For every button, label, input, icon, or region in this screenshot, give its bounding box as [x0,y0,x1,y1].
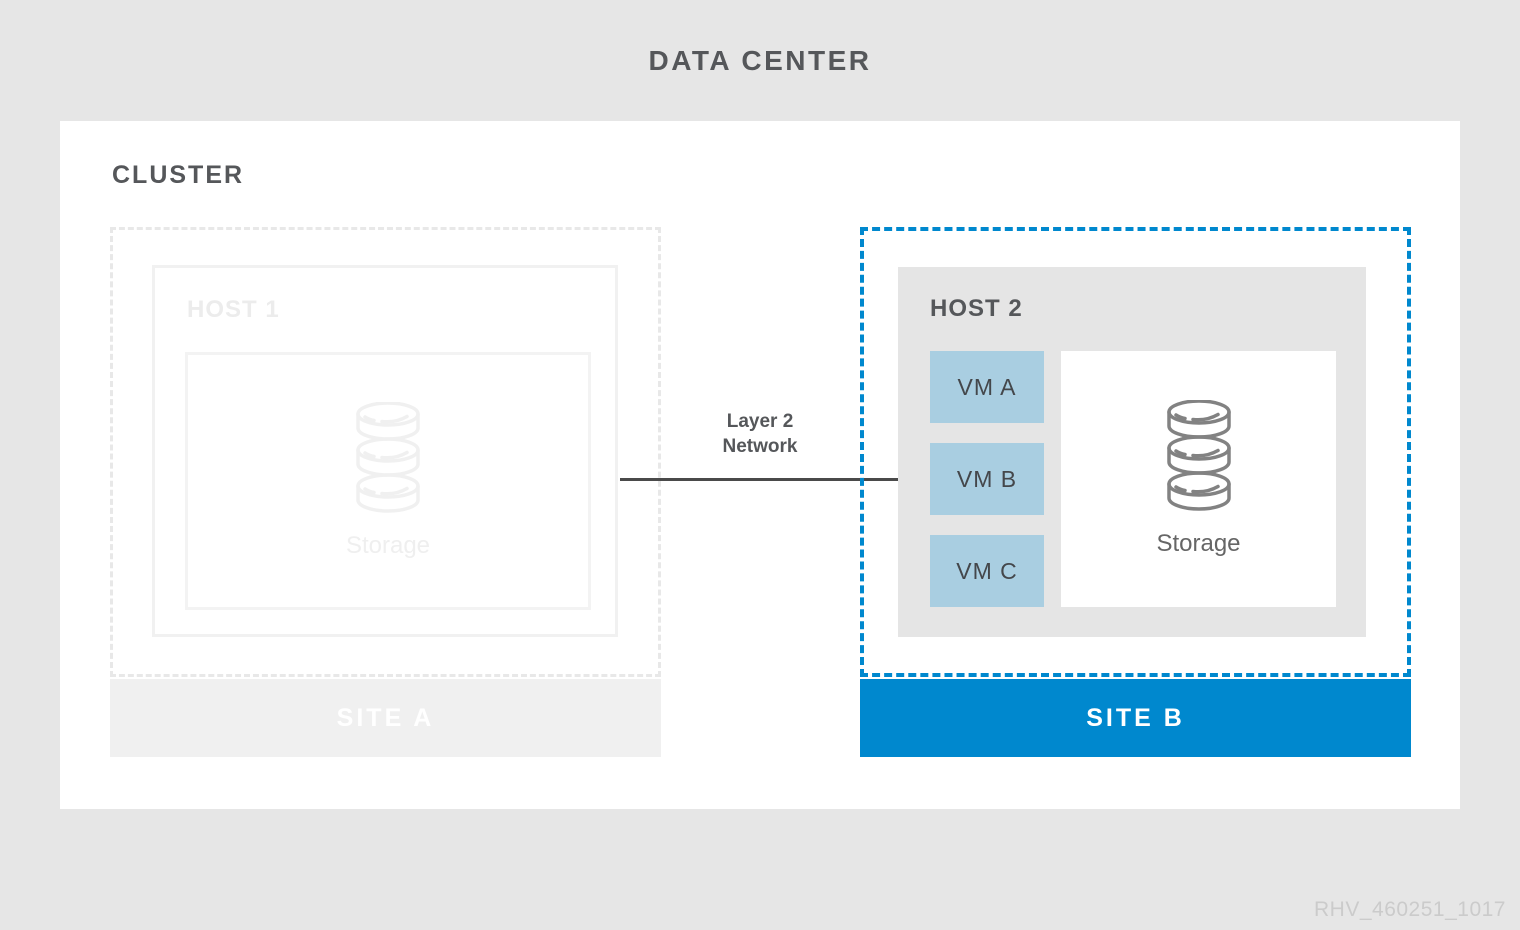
site-b-dashed-border [860,227,1411,677]
network-label-line2: Network [722,436,798,457]
host-2-box: HOST 2 VM A VM B VM C [898,267,1366,637]
database-icon [1166,400,1231,511]
site-b-bar: SITE B [860,679,1411,757]
storage-label: Storage [1156,530,1241,557]
site-a-group: HOST 1 Storage [110,227,661,757]
site-a-dashed-border [110,227,661,677]
site-b-group: HOST 2 VM A VM B VM C [860,227,1411,757]
site-a-bar: SITE A [110,679,661,757]
page-title: DATA CENTER [648,45,872,76]
network-label-line1: Layer 2 [726,411,794,432]
host-1-label: HOST 1 [187,296,280,323]
storage-label: Storage [345,532,431,559]
layer2-network-line [620,478,900,481]
site-a-label: SITE A [336,703,435,732]
vm-c-label: VM C [956,557,1018,584]
site-b-label: SITE B [1086,703,1185,732]
vm-b-label: VM B [956,465,1018,492]
database-icon [356,402,420,513]
network-label: Layer 2 Network [620,409,900,459]
cluster-label: CLUSTER [112,161,245,189]
vm-c-box: VM C [930,535,1044,607]
vm-a-label: VM A [957,373,1017,400]
host-1-storage-panel: Storage [185,352,591,610]
cluster-box: CLUSTER HOST 1 [60,121,1460,809]
host-2-storage-panel: Storage [1061,351,1336,607]
host-1-box: HOST 1 Storage [152,265,618,637]
vm-a-box: VM A [930,351,1044,423]
watermark-text: RHV_460251_1017 [1314,898,1506,921]
host-2-label: HOST 2 [930,295,1023,322]
vm-b-box: VM B [930,443,1044,515]
